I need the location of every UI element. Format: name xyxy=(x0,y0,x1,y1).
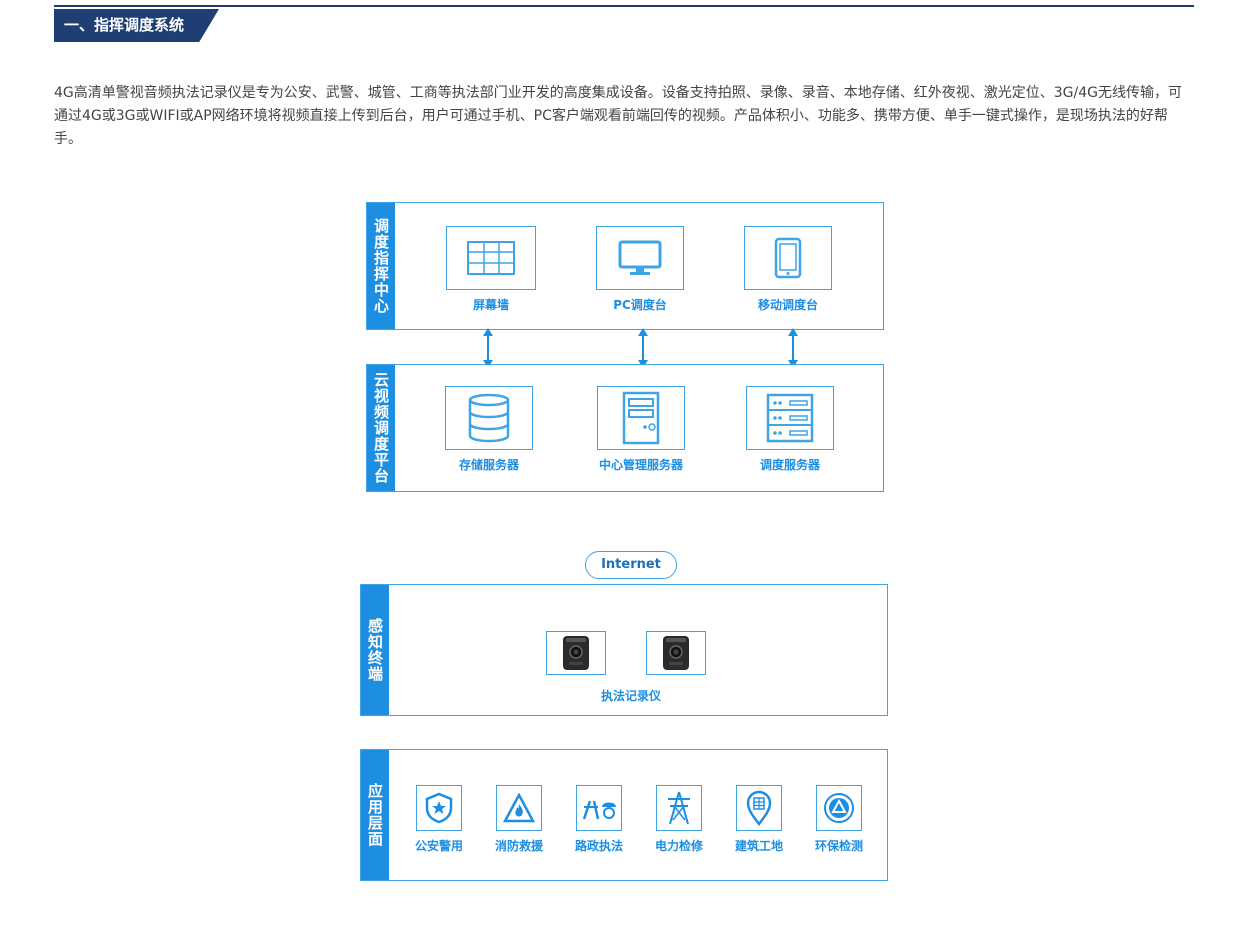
top-rule xyxy=(54,5,1194,7)
tile-label: 中心管理服务器 xyxy=(598,458,683,472)
monitor-icon xyxy=(596,226,684,290)
power-tower-icon xyxy=(656,785,702,831)
dispatch-center-label: 调度指挥中心 xyxy=(367,203,395,329)
application-label: 应用层面 xyxy=(361,750,389,880)
tile-dispatch-server: 调度服务器 xyxy=(746,386,834,473)
screen-wall-icon xyxy=(446,226,536,290)
section-heading: 一、指挥调度系统 xyxy=(54,9,219,42)
tile-label: 调度服务器 xyxy=(759,458,820,472)
cloud-platform-panel: 云视频调度平台 存储服务器 中心管理服务器 xyxy=(366,364,884,492)
bodycam-device-image xyxy=(546,631,606,675)
tile-label: 建筑工地 xyxy=(734,839,783,853)
tile-mobile-console: 移动调度台 xyxy=(744,226,832,313)
server-tower-icon xyxy=(597,386,685,450)
tablet-icon xyxy=(744,226,832,290)
tile-label: 屏幕墙 xyxy=(472,298,509,312)
fire-icon xyxy=(496,785,542,831)
internet-cloud: Internet xyxy=(585,551,677,579)
road-icon xyxy=(576,785,622,831)
tile-storage-server: 存储服务器 xyxy=(445,386,533,473)
app-item-fire: 消防救援 xyxy=(487,785,551,854)
police-badge-icon xyxy=(416,785,462,831)
application-panel: 应用层面 公安警用 消防救援 路政 xyxy=(360,749,888,881)
server-rack-icon xyxy=(746,386,834,450)
dispatch-center-panel: 调度指挥中心 屏幕墙 PC调度台 xyxy=(366,202,884,330)
arrow-connector xyxy=(483,328,493,368)
arrow-connector xyxy=(638,328,648,368)
app-item-construction: 建筑工地 xyxy=(727,785,791,854)
tile-label: 移动调度台 xyxy=(757,298,818,312)
tile-label: 电力检修 xyxy=(654,839,703,853)
tile-label: 路政执法 xyxy=(574,839,623,853)
terminal-panel: 感知终端 执法记录仪 xyxy=(360,584,888,716)
tile-screen-wall: 屏幕墙 xyxy=(446,226,536,313)
app-item-police: 公安警用 xyxy=(407,785,471,854)
cloud-platform-label: 云视频调度平台 xyxy=(367,365,395,491)
tile-label: 存储服务器 xyxy=(458,458,519,472)
tile-central-server: 中心管理服务器 xyxy=(585,386,697,473)
device-label: 执法记录仪 xyxy=(600,689,661,703)
app-item-power: 电力检修 xyxy=(647,785,711,854)
app-item-eco: 环保检测 xyxy=(807,785,871,854)
tile-label: 环保检测 xyxy=(814,839,863,853)
tile-label: PC调度台 xyxy=(613,298,667,312)
bodycam-device-image xyxy=(646,631,706,675)
intro-paragraph: 4G高清单警视音频执法记录仪是专为公安、武警、城管、工商等执法部门业开发的高度集… xyxy=(54,85,1182,147)
arrow-connector xyxy=(788,328,798,368)
building-pin-icon xyxy=(736,785,782,831)
tile-pc-console: PC调度台 xyxy=(596,226,684,313)
tile-label: 消防救援 xyxy=(494,839,543,853)
tile-label: 公安警用 xyxy=(414,839,463,853)
eco-icon xyxy=(816,785,862,831)
database-icon xyxy=(445,386,533,450)
terminal-label: 感知终端 xyxy=(361,585,389,715)
app-item-road: 路政执法 xyxy=(567,785,631,854)
